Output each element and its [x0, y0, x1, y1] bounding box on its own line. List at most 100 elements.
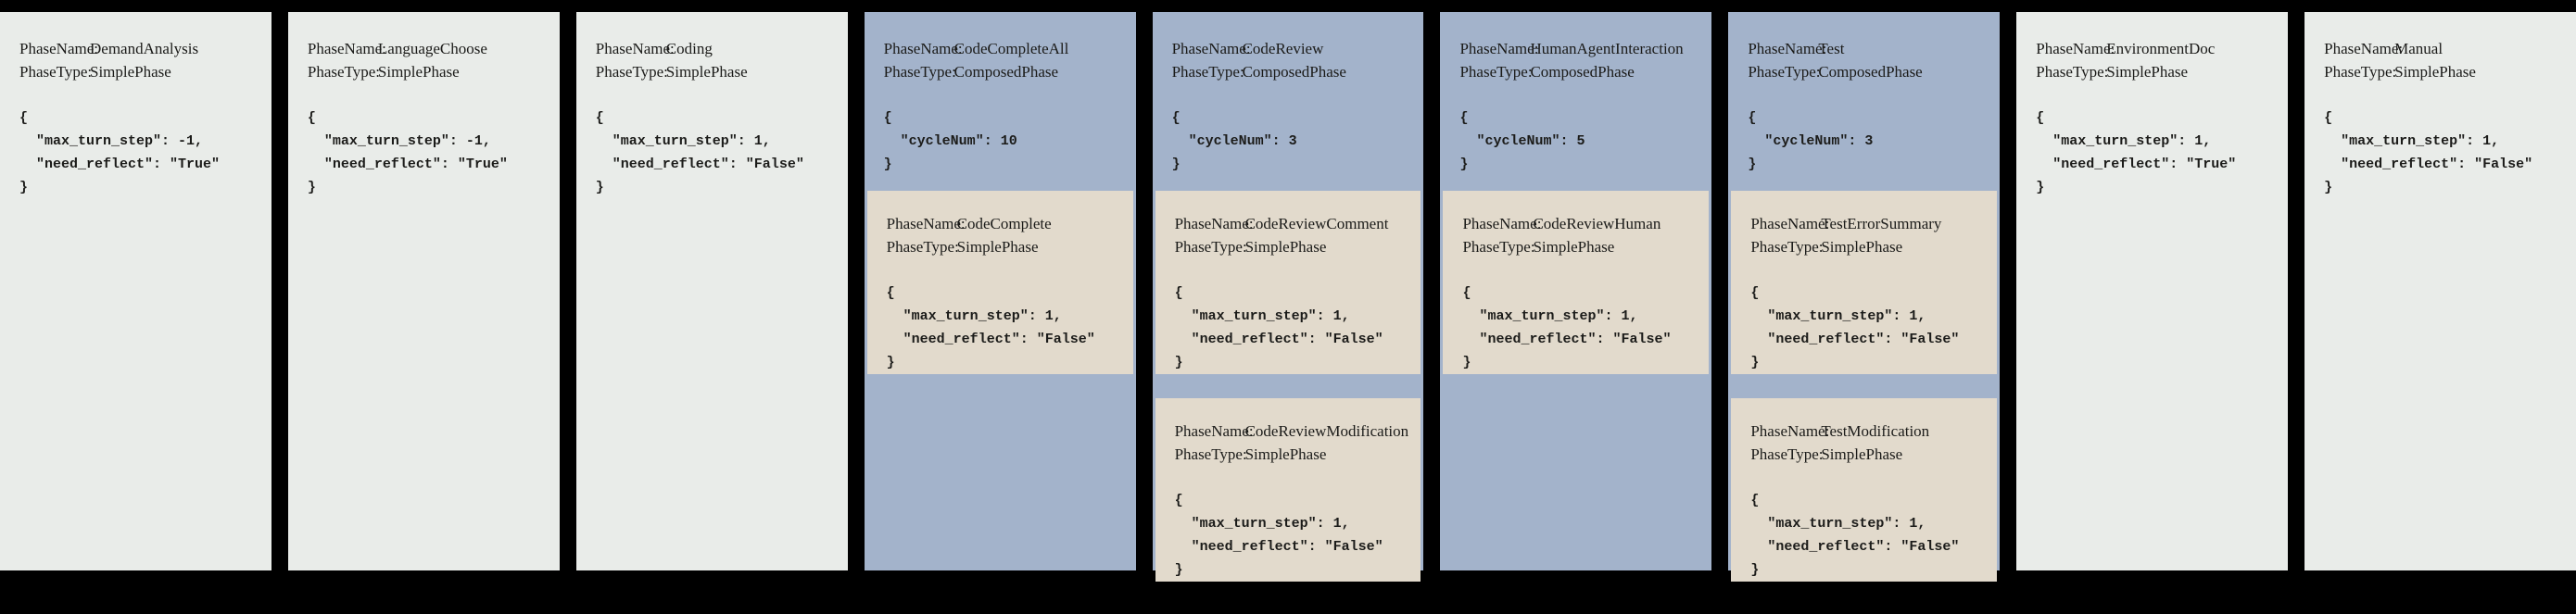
phase-name-value: CodeReviewHuman	[1533, 215, 1661, 232]
phase-name-row: PhaseName:CodeReviewHuman	[1462, 212, 1696, 235]
phase-config: { "max_turn_step": -1, "need_reflect": "…	[308, 107, 547, 199]
config-line: }	[19, 180, 29, 195]
config-line: "need_reflect": "False"	[1750, 332, 1960, 347]
phase-config: { "max_turn_step": -1, "need_reflect": "…	[19, 107, 259, 199]
phase-config: { "max_turn_step": 1, "need_reflect": "F…	[596, 107, 835, 199]
phase-type-label: PhaseType:	[1174, 238, 1247, 256]
phase-type-row: PhaseType:ComposedPhase	[884, 60, 1123, 83]
phase-type-value: SimplePhase	[90, 63, 171, 81]
phase-name-value: Manual	[2394, 40, 2443, 57]
phase-column: PhaseName:CodeReview PhaseType:ComposedP…	[1152, 12, 1424, 582]
phase-config: { "cycleNum": 3}	[1172, 107, 1411, 176]
phase-name-value: Coding	[665, 40, 713, 57]
nested-phase-block: PhaseName:TestErrorSummary PhaseType:Sim…	[1731, 191, 1998, 374]
phase-type-value: SimplePhase	[1821, 238, 1903, 256]
config-line: {	[1748, 110, 1757, 126]
config-line: {	[2324, 110, 2333, 126]
phase-name-value: TestErrorSummary	[1821, 215, 1942, 232]
phase-name-row: PhaseName:CodeReviewComment	[1175, 212, 1408, 235]
phase-block: PhaseName:EnvironmentDoc PhaseType:Simpl…	[2016, 12, 2288, 199]
phase-name-label: PhaseName:	[1174, 422, 1254, 440]
phase-config: { "max_turn_step": 1, "need_reflect": "F…	[1462, 282, 1696, 374]
config-line: }	[1459, 157, 1469, 172]
phase-name-label: PhaseName:	[886, 215, 966, 232]
phase-config: { "cycleNum": 3}	[1748, 107, 1987, 176]
nested-phase-block: PhaseName:TestModification PhaseType:Sim…	[1731, 398, 1998, 582]
phase-column: PhaseName:HumanAgentInteraction PhaseTyp…	[1440, 12, 1712, 570]
config-line: {	[1750, 285, 1760, 301]
config-line: }	[886, 355, 895, 370]
phase-column: PhaseName:LanguageChoose PhaseType:Simpl…	[287, 12, 560, 570]
phase-name-row: PhaseName:LanguageChoose	[308, 37, 547, 60]
phase-type-label: PhaseType:	[1462, 238, 1535, 256]
config-line: }	[1750, 562, 1760, 578]
config-line: }	[1171, 157, 1181, 172]
phase-type-row: PhaseType:SimplePhase	[19, 60, 259, 83]
phase-type-row: PhaseType:ComposedPhase	[1172, 60, 1411, 83]
phase-block: PhaseName:CodeReview PhaseType:ComposedP…	[1153, 12, 1424, 191]
phase-type-label: PhaseType:	[1750, 445, 1824, 463]
phase-config: { "max_turn_step": 1, "need_reflect": "F…	[1175, 489, 1408, 582]
phase-name-row: PhaseName:CodeReview	[1172, 37, 1411, 60]
config-line: "max_turn_step": 1,	[886, 308, 1062, 324]
config-line: "need_reflect": "False"	[1750, 539, 1960, 555]
phase-type-value: SimplePhase	[1244, 445, 1327, 463]
phase-name-label: PhaseName:	[307, 40, 386, 57]
phase-name-label: PhaseName:	[595, 40, 675, 57]
phase-name-row: PhaseName:CodeComplete	[887, 212, 1120, 235]
phase-type-label: PhaseType:	[1459, 63, 1533, 81]
phase-column: PhaseName: CodeCompleteAll PhaseType:Comp…	[864, 12, 1136, 570]
config-line: }	[1750, 355, 1760, 370]
phase-type-row: PhaseType:SimplePhase	[1175, 235, 1408, 258]
phase-type-row: PhaseType:SimplePhase	[1175, 443, 1408, 466]
config-line: "cycleNum": 5	[1459, 133, 1585, 149]
phase-name-value: CodeReviewModification	[1244, 422, 1409, 440]
phase-config: { "max_turn_step": 1, "need_reflect": "F…	[1750, 282, 1984, 374]
phase-type-value: SimplePhase	[665, 63, 748, 81]
config-line: "max_turn_step": 1,	[2036, 133, 2212, 149]
phase-name-row: PhaseName:HumanAgentInteraction	[1459, 37, 1698, 60]
phase-block: PhaseName:HumanAgentInteraction PhaseTyp…	[1440, 12, 1711, 191]
config-line: "max_turn_step": 1,	[2324, 133, 2500, 149]
phase-diagram: PhaseName:DemandAnalysis PhaseType:Simpl…	[0, 12, 2576, 582]
phase-name-value: CodeCompleteAll	[953, 40, 1069, 57]
phase-name-label: PhaseName:	[2324, 40, 2404, 57]
phase-config: { "max_turn_step": 1, "need_reflect": "F…	[1750, 489, 1984, 582]
phase-name-row: PhaseName:EnvironmentDoc	[2036, 37, 2275, 60]
phase-type-value: ComposedPhase	[1242, 63, 1346, 81]
phase-name-row: PhaseName:CodeReviewModification	[1174, 420, 1409, 443]
phase-name-label: PhaseName:	[1750, 422, 1830, 440]
phase-name-value: TestModification	[1821, 422, 1930, 440]
phase-config: { "max_turn_step": 1, "need_reflect": "F…	[1175, 282, 1408, 374]
config-line: "max_turn_step": 1,	[1174, 308, 1350, 324]
phase-block: PhaseName:DemandAnalysis PhaseType:Simpl…	[0, 12, 271, 199]
config-line: "need_reflect": "False"	[1174, 539, 1383, 555]
config-line: "max_turn_step": -1,	[307, 133, 491, 149]
phase-type-row: PhaseType:ComposedPhase	[1748, 60, 1987, 83]
phase-type-value: SimplePhase	[2106, 63, 2189, 81]
phase-type-label: PhaseType:	[1171, 63, 1244, 81]
phase-type-value: ComposedPhase	[953, 63, 1059, 81]
phase-column: PhaseName:Manual PhaseType:SimplePhase {…	[2305, 12, 2576, 570]
phase-type-label: PhaseType:	[1748, 63, 1821, 81]
config-line: {	[1174, 493, 1183, 508]
config-line: }	[2036, 180, 2045, 195]
config-line: "need_reflect": "False"	[886, 332, 1095, 347]
config-line: "need_reflect": "True"	[2036, 157, 2237, 172]
phase-type-row: PhaseType:SimplePhase	[1750, 235, 1984, 258]
config-line: "max_turn_step": 1,	[1174, 516, 1350, 532]
config-line: "need_reflect": "True"	[307, 157, 508, 172]
phase-column: PhaseName:EnvironmentDoc PhaseType:Simpl…	[2016, 12, 2289, 570]
phase-name-label: PhaseName:	[1459, 40, 1539, 57]
config-line: {	[2036, 110, 2045, 126]
phase-name-row: PhaseName:Test	[1748, 37, 1987, 60]
phase-type-label: PhaseType:	[2324, 63, 2397, 81]
phase-type-row: PhaseType:SimplePhase	[1462, 235, 1696, 258]
phase-name-label: PhaseName:	[19, 40, 98, 57]
phase-name-value: LanguageChoose	[377, 40, 487, 57]
config-line: }	[2324, 180, 2333, 195]
config-line: }	[307, 180, 316, 195]
config-line: {	[595, 110, 604, 126]
config-line: {	[1462, 285, 1471, 301]
phase-type-row: PhaseType:SimplePhase	[887, 235, 1120, 258]
